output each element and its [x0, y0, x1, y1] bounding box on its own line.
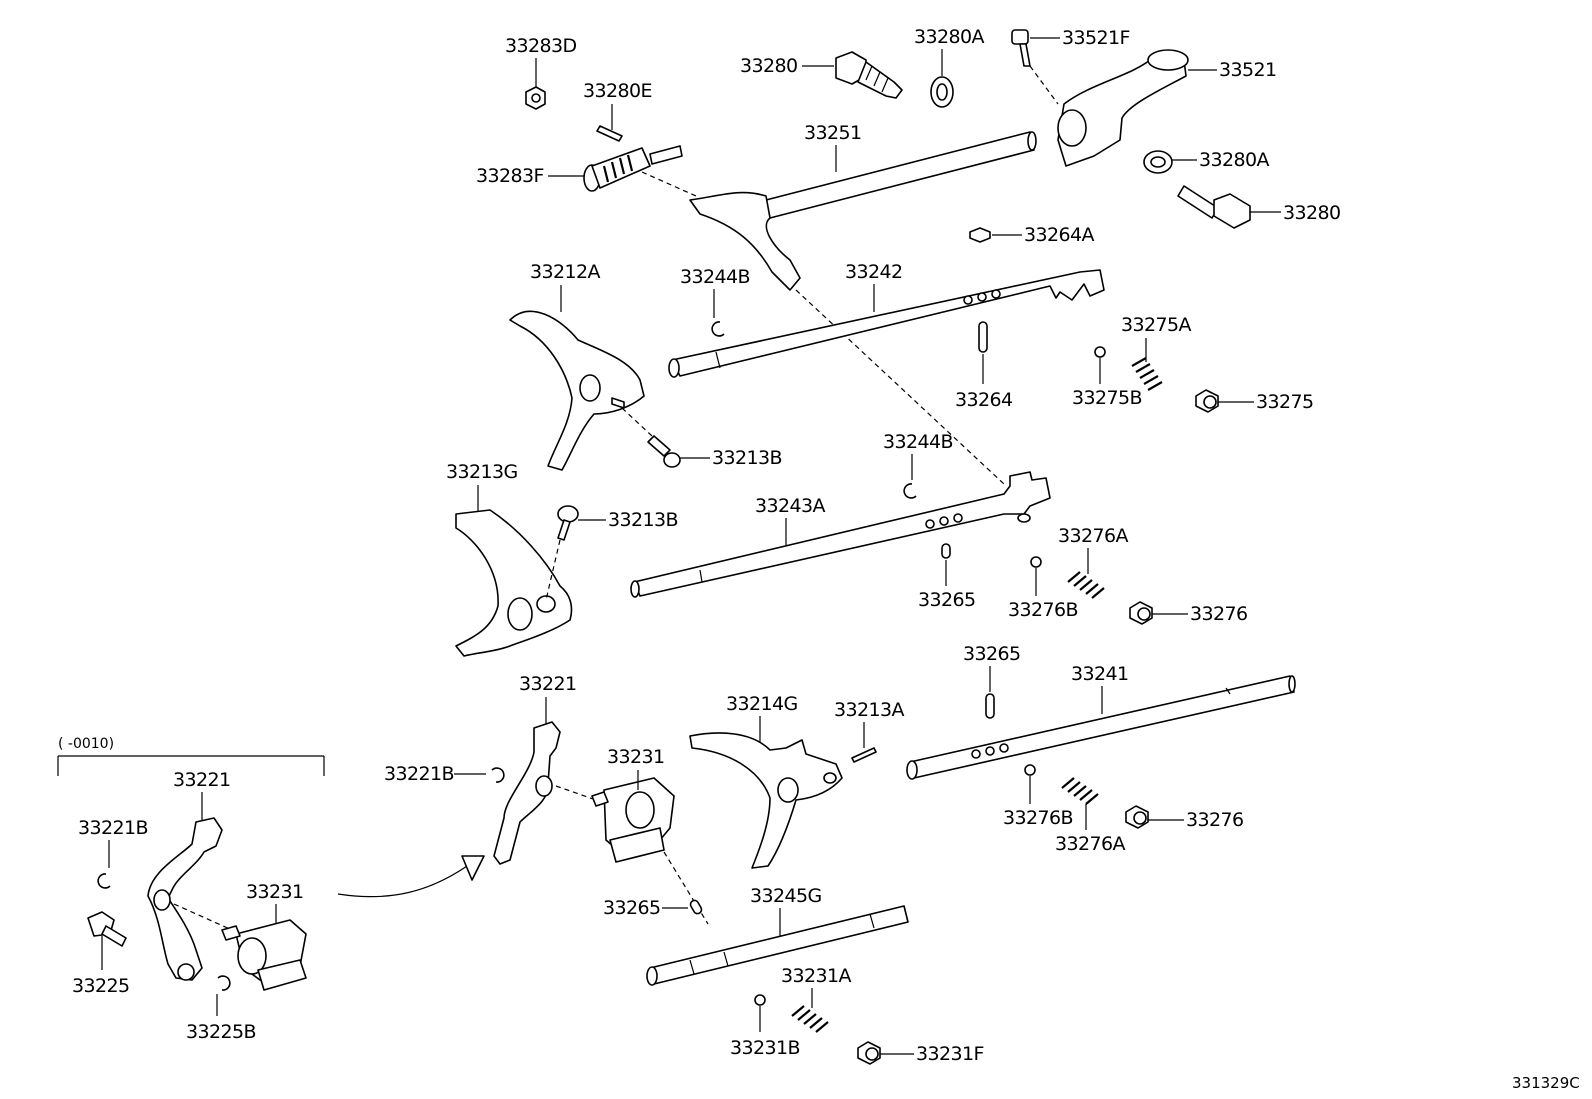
part-33280-plug: [835, 51, 903, 99]
label-33276B: 33276B: [1008, 599, 1078, 621]
label-33225B: 33225B: [186, 1021, 256, 1043]
part-33275-plug: [1195, 389, 1219, 413]
part-33251-shaft: [689, 131, 1037, 291]
part-33276A-spring: [1067, 571, 1105, 599]
part-33225-pin: [87, 911, 127, 947]
label-33276A: 33276A: [1058, 525, 1128, 547]
label-33265: 33265: [918, 589, 975, 611]
label-33276: 33276: [1190, 603, 1247, 625]
part-33231-head-inset: [221, 919, 307, 991]
label-33280A-2: 33280A: [1199, 149, 1269, 171]
part-33221B-clip: [491, 767, 505, 783]
label-33280E: 33280E: [583, 80, 652, 102]
part-33243A-shaft: [630, 471, 1051, 598]
part-33275B-ball: [1094, 346, 1106, 358]
label-33280A: 33280A: [914, 26, 984, 48]
label-33213G: 33213G: [446, 461, 518, 483]
label-33243A: 33243A: [755, 495, 825, 517]
label-33231B: 33231B: [730, 1037, 800, 1059]
part-33264-pin: [978, 321, 988, 353]
label-33275B: 33275B: [1072, 387, 1142, 409]
label-33213B: 33213B: [712, 447, 782, 469]
part-33231B-ball: [754, 994, 766, 1006]
part-33276-plug: [1129, 601, 1153, 625]
label-33213A: 33213A: [834, 699, 904, 721]
inset-serial: ( -0010): [58, 736, 114, 752]
label-33283D: 33283D: [505, 35, 576, 57]
label-33283F: 33283F: [476, 165, 544, 187]
label-33221B: 33221B: [384, 763, 454, 785]
label-33213B-2: 33213B: [608, 509, 678, 531]
part-33213B-screw-2: [557, 505, 579, 541]
label-33225: 33225: [72, 975, 129, 997]
label-33276B-2: 33276B: [1003, 807, 1073, 829]
part-33231F-plug: [857, 1041, 881, 1065]
part-33276B-ball: [1030, 556, 1042, 568]
diagram-code: 331329C: [1512, 1074, 1580, 1092]
part-33265-pin-3: [689, 899, 703, 915]
part-33283D-nut: [525, 86, 546, 110]
part-33265-pin-2: [985, 693, 995, 719]
part-33213G-fork: [455, 509, 573, 657]
label-33521: 33521: [1219, 59, 1276, 81]
label-33221-inset: 33221: [173, 769, 230, 791]
label-33212A: 33212A: [530, 261, 600, 283]
part-33521-lever: [1057, 49, 1189, 167]
part-33264A-plug: [969, 227, 991, 243]
label-33231A: 33231A: [781, 965, 851, 987]
part-33276A-spring-2: [1061, 777, 1099, 805]
part-33244B-clip: [711, 321, 725, 337]
part-33276B-ball-2: [1024, 764, 1036, 776]
part-33221-lever-inset: [147, 817, 223, 981]
inset-bracket: [57, 755, 325, 776]
label-33221: 33221: [519, 673, 576, 695]
label-33231: 33231: [607, 746, 664, 768]
part-33221-lever: [493, 721, 561, 865]
label-33242: 33242: [845, 261, 902, 283]
part-33213A-pin: [851, 747, 877, 763]
label-33265-2: 33265: [963, 643, 1020, 665]
part-33225B-clip: [217, 975, 231, 991]
label-33275: 33275: [1256, 391, 1313, 413]
label-33264A: 33264A: [1024, 224, 1094, 246]
part-33276-plug-2: [1125, 805, 1149, 829]
label-33251: 33251: [804, 122, 861, 144]
part-33241-shaft: [906, 675, 1296, 780]
label-33241: 33241: [1071, 663, 1128, 685]
label-33244B: 33244B: [680, 266, 750, 288]
part-33213B-screw: [647, 435, 681, 468]
part-33521F-bolt: [1011, 29, 1031, 67]
label-33245G: 33245G: [750, 885, 822, 907]
part-33242-shaft: [668, 269, 1105, 378]
label-33221B-inset: 33221B: [78, 817, 148, 839]
transition-arrow: [337, 855, 485, 898]
label-33231-inset: 33231: [246, 881, 303, 903]
label-33276-2: 33276: [1186, 809, 1243, 831]
part-33231-head: [591, 777, 675, 863]
label-33231F: 33231F: [916, 1043, 984, 1065]
part-33212A-fork: [509, 310, 645, 471]
part-33244B-clip-2: [903, 483, 917, 499]
label-33265-3: 33265: [603, 897, 660, 919]
part-33280-plug-2: [1177, 185, 1251, 229]
label-33244B-2: 33244B: [883, 431, 953, 453]
label-33276A-2: 33276A: [1055, 833, 1125, 855]
label-33264: 33264: [955, 389, 1013, 411]
part-33280E-pin: [596, 125, 623, 142]
part-33280A-washer-2: [1143, 150, 1173, 174]
label-33275A: 33275A: [1121, 314, 1191, 336]
part-33221B-clip-inset: [97, 873, 111, 889]
part-33283F-plug: [583, 145, 683, 192]
part-33275A-spring: [1131, 357, 1163, 391]
label-33280: 33280: [740, 55, 797, 77]
part-33265-pin: [941, 543, 951, 559]
part-33245G-shaft: [646, 905, 909, 986]
part-33214G-fork: [689, 732, 843, 869]
label-33214G: 33214G: [726, 693, 798, 715]
label-33521F: 33521F: [1062, 27, 1130, 49]
part-33280A-washer: [930, 76, 954, 108]
part-33231A-spring: [791, 1005, 829, 1033]
label-33280-2: 33280: [1283, 202, 1340, 224]
